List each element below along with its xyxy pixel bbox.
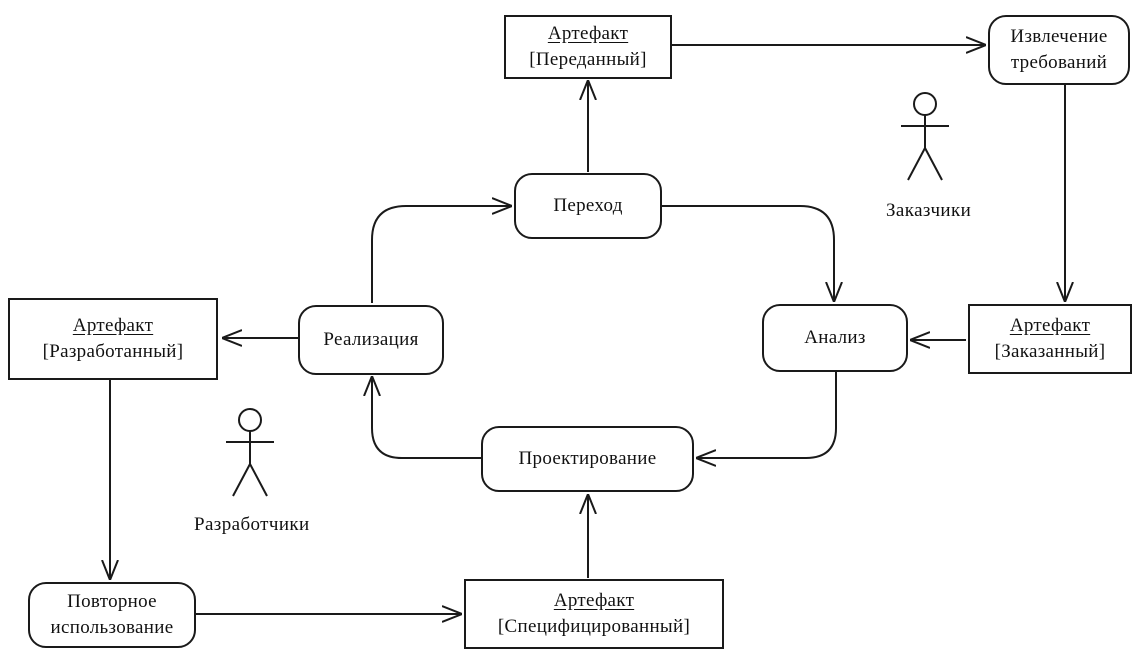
activity-reuse-box: Повторное использование: [28, 582, 196, 648]
arrow-analysis-to-design: [696, 372, 837, 458]
artifact-title: Артефакт: [547, 23, 629, 44]
activity-design-box: Проектирование: [481, 426, 694, 492]
arrow-transition-to-analysis: [662, 205, 834, 302]
customers-label: Заказчики: [886, 200, 972, 221]
activity-elicitation-box: Извлечение требований: [988, 15, 1130, 85]
artifact-specified-box: Артефакт [Специфицированный]: [464, 579, 724, 649]
activity-analysis-box: Анализ: [762, 304, 908, 372]
artifact-title: Артефакт: [553, 590, 635, 611]
artifact-developed-box: Артефакт [Разработанный]: [8, 298, 218, 380]
arrow-implementation-to-transition: [371, 206, 512, 303]
artifact-state: [Разработанный]: [42, 341, 184, 362]
activity-label: Переход: [553, 195, 623, 216]
activity-label: Проектирование: [518, 448, 657, 469]
artifact-state: [Заказанный]: [994, 341, 1106, 362]
artifact-ordered-box: Артефакт [Заказанный]: [968, 304, 1132, 374]
artifact-title: Артефакт: [1009, 315, 1091, 336]
activity-label-line2: использование: [50, 617, 174, 638]
developers-label: Разработчики: [194, 514, 310, 535]
activity-implementation-box: Реализация: [298, 305, 444, 375]
activity-label: Анализ: [804, 327, 866, 348]
activity-label-line2: требований: [1010, 52, 1108, 73]
artifact-state: [Специфицированный]: [497, 616, 691, 637]
artifact-state: [Переданный]: [529, 49, 647, 70]
developer-actor-icon: [226, 408, 274, 497]
activity-label-line1: Извлечение: [1010, 26, 1108, 47]
activity-transition-box: Переход: [514, 173, 662, 239]
artifact-title: Артефакт: [72, 315, 154, 336]
activity-label: Реализация: [323, 329, 419, 350]
customer-actor-icon: [901, 92, 949, 181]
arrow-design-to-implementation: [372, 376, 482, 459]
activity-label-line1: Повторное: [67, 591, 157, 612]
artifact-transferred-box: Артефакт [Переданный]: [504, 15, 672, 79]
